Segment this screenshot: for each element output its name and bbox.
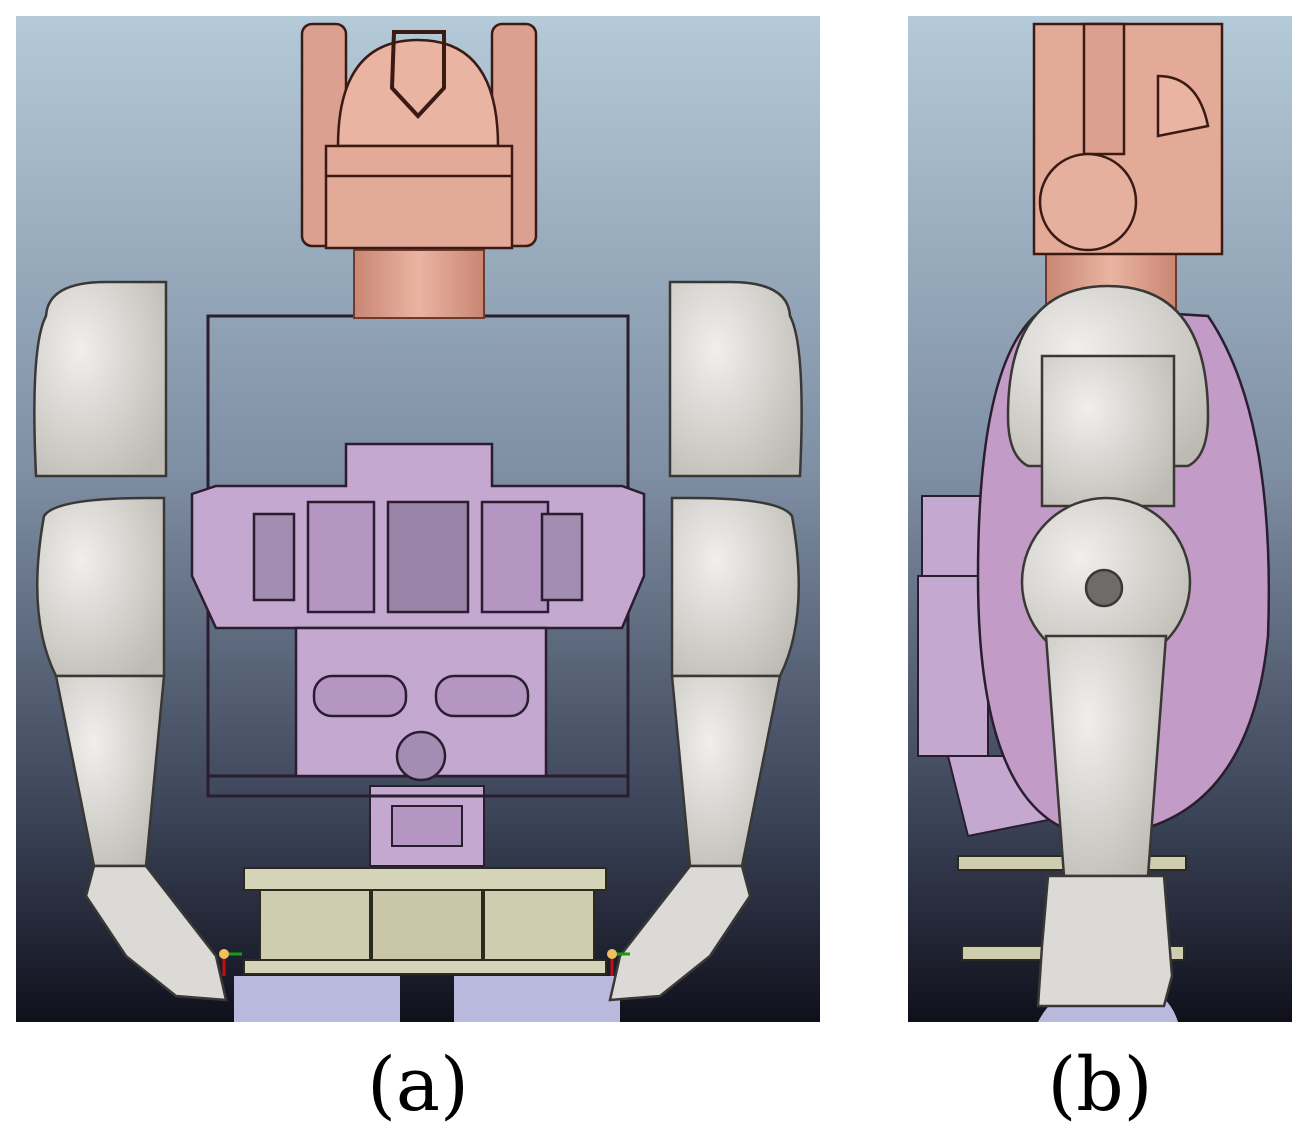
arm — [1006, 284, 1210, 1008]
robot-front-view-image — [16, 16, 820, 1022]
robot-side-view-image — [908, 16, 1292, 1022]
head — [300, 22, 538, 250]
coordinate-markers — [219, 949, 630, 976]
panel-b-caption: (b) — [1047, 1042, 1153, 1128]
head — [1032, 22, 1224, 256]
left-arm — [33, 280, 228, 1002]
torso-plate — [190, 442, 646, 630]
robot-side-view-render — [908, 16, 1292, 1022]
base-drums — [243, 867, 607, 975]
stand — [234, 976, 620, 1022]
right-arm — [608, 280, 803, 1002]
panel-a-caption: (a) — [367, 1042, 469, 1128]
robot-front-view-render — [16, 16, 820, 1022]
waist-block — [369, 785, 485, 867]
neck — [353, 249, 485, 319]
gear-box — [294, 626, 548, 782]
